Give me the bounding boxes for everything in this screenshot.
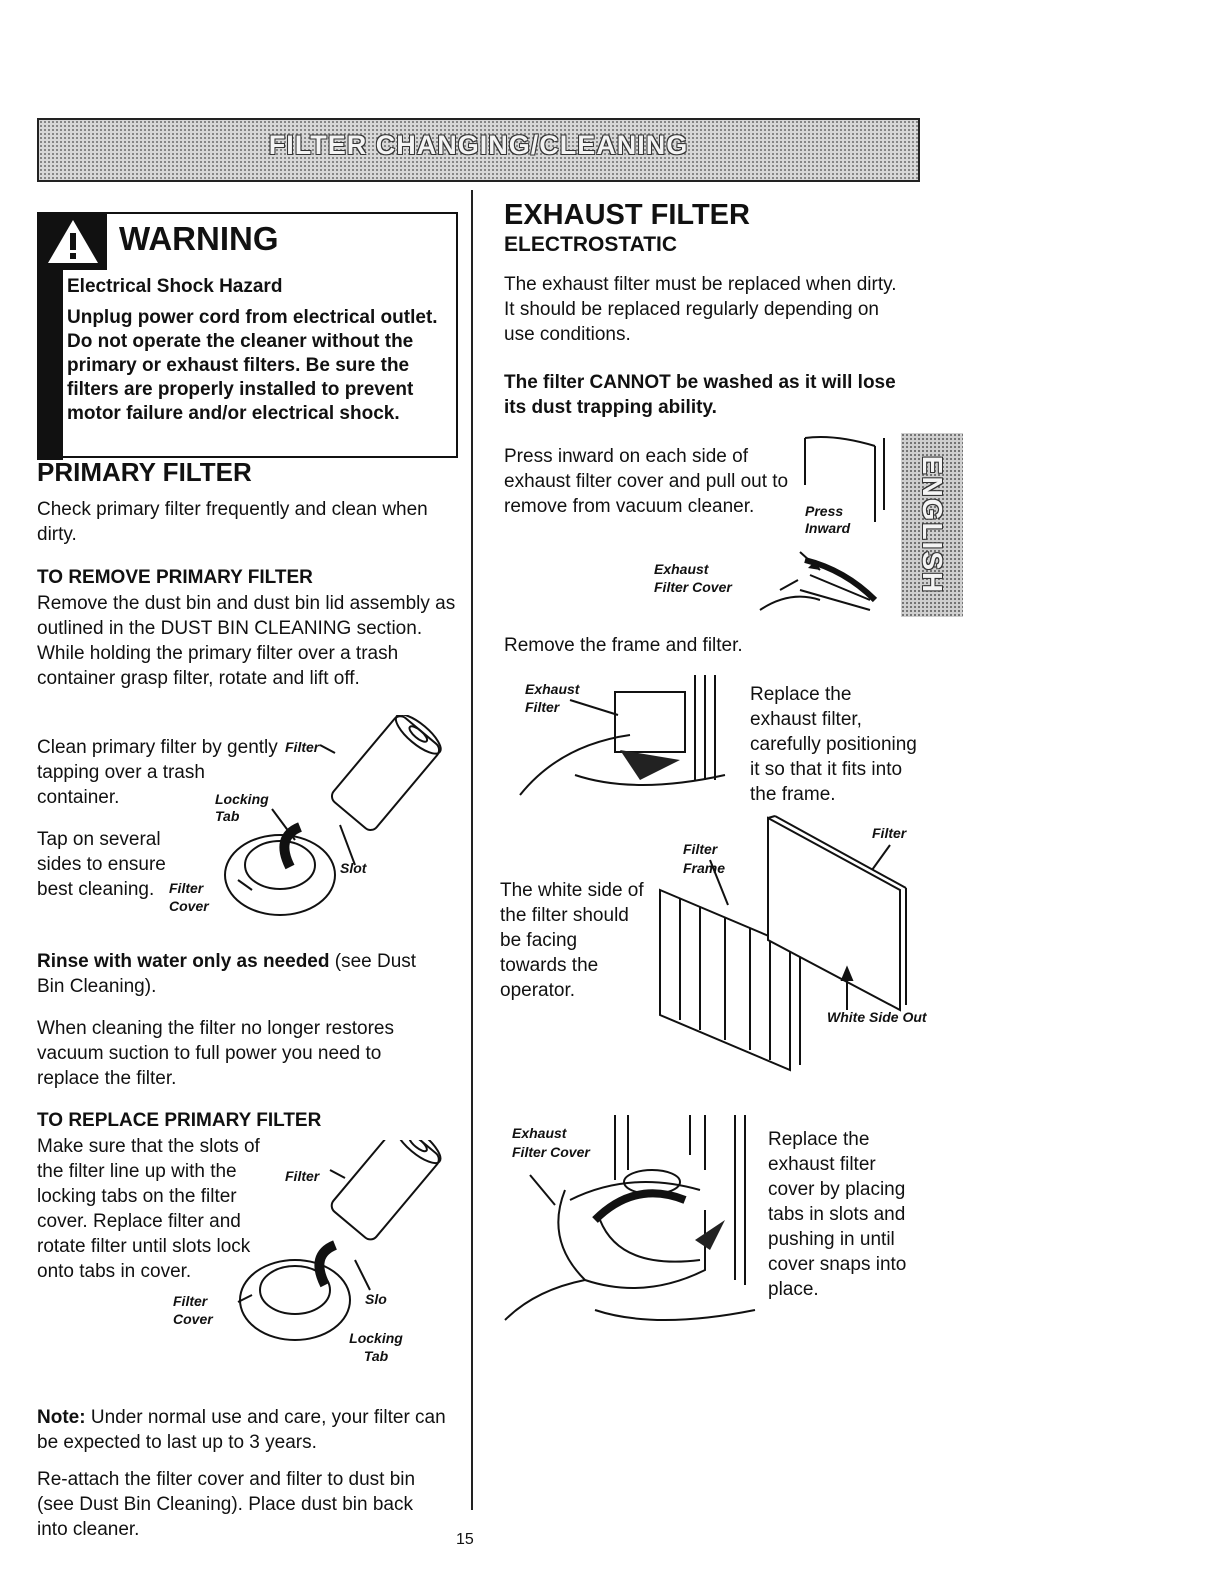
remove-primary-heading: TO REMOVE PRIMARY FILTER [37,567,313,588]
replace-exhaust-filter-text: Replace the exhaust filter, carefully po… [750,684,917,805]
fig3-label-exhaust-filter-cover: Exhaust Filter Cover [654,561,732,595]
primary-filter-removal-figure [224,715,442,916]
fig5-label-filter-frame: Filter Frame [683,841,726,876]
page-number: 15 [456,1531,474,1548]
warning-body: Unplug power cord from electrical outlet… [67,307,438,424]
note-bold-text: Note: [37,1407,86,1428]
section-title: FILTER CHANGING/CLEANING [268,130,689,160]
fig2-label-filter: Filter [285,1168,320,1184]
warning-box: WARNING Electrical Shock Hazard Unplug p… [37,212,458,460]
warning-subtitle: Electrical Shock Hazard [67,276,283,297]
fig2-label-locking-tab: Locking Tab [349,1330,403,1364]
language-label: ENGLISH [917,455,948,595]
column-divider [471,190,473,1510]
fig5-label-white-side-out: White Side Out [827,1009,927,1025]
clean-primary-text: Clean primary filter by gently tapping o… [37,737,278,808]
replace-primary-text: Make sure that the slots of the filter l… [37,1136,260,1282]
primary-filter-intro: Check primary filter frequently and clea… [37,499,428,545]
exhaust-cover-removal-figure [759,436,885,611]
exhaust-cover-replace-figure [504,1115,756,1321]
replace-cover-text: Replace the exhaust filter cover by plac… [768,1129,907,1300]
cannot-wash-text: The filter CANNOT be washed as it will l… [504,372,896,418]
white-side-text: The white side of the filter should be f… [500,880,644,1001]
rinse-text: Rinse with water only as needed (see Dus… [37,949,442,999]
fig3-label-press-inward: Press Inward [805,503,851,536]
fig1-label-filter: Filter [285,739,320,755]
warning-left-bar [37,254,63,460]
section-header-band: FILTER CHANGING/CLEANING [37,118,920,182]
fig1-label-locking-tab: Locking Tab [215,791,269,824]
fig1-label-slot: Slot [340,860,367,876]
note-text: Note: Under normal use and care, your fi… [37,1405,447,1455]
exhaust-intro-text: The exhaust filter must be replaced when… [504,274,897,345]
fig4-label-exhaust-filter: Exhaust Filter [525,681,580,715]
rinse-rest-text: (see Dust Bin Cleaning). [37,951,417,997]
primary-filter-heading: PRIMARY FILTER [37,457,252,487]
exhaust-filter-figure [519,675,726,796]
fig6-label-exhaust-filter-cover: Exhaust Filter Cover [512,1125,590,1160]
fig2-label-filter-cover: Filter Cover [173,1293,213,1327]
note-rest-text: Under normal use and care, your filter c… [37,1407,446,1453]
reattach-text: Re-attach the filter cover and filter to… [37,1469,416,1540]
filter-frame-figure [659,815,907,1072]
warning-title: WARNING [119,220,279,257]
fig5-label-filter: Filter [872,825,907,841]
remove-frame-text: Remove the frame and filter. [504,635,743,656]
replace-note-text: When cleaning the filter no longer resto… [37,1018,394,1089]
replace-primary-heading: TO REPLACE PRIMARY FILTER [37,1110,322,1131]
tap-text: Tap on several sides to ensure best clea… [37,829,166,900]
warning-triangle-icon [48,220,98,263]
rinse-bold-text: Rinse with water only as needed [37,951,330,972]
primary-filter-replace-figure [237,1140,442,1341]
fig1-label-filter-cover: Filter Cover [169,880,209,914]
exhaust-filter-subheading: ELECTROSTATIC [504,233,678,256]
press-inward-text: Press inward on each side of exhaust fil… [504,446,789,517]
exhaust-filter-heading: EXHAUST FILTER [504,199,750,231]
fig2-label-slot: Slo [365,1291,387,1307]
language-side-tab: ENGLISH [901,433,963,617]
remove-primary-text: Remove the dust bin and dust bin lid ass… [37,593,456,689]
